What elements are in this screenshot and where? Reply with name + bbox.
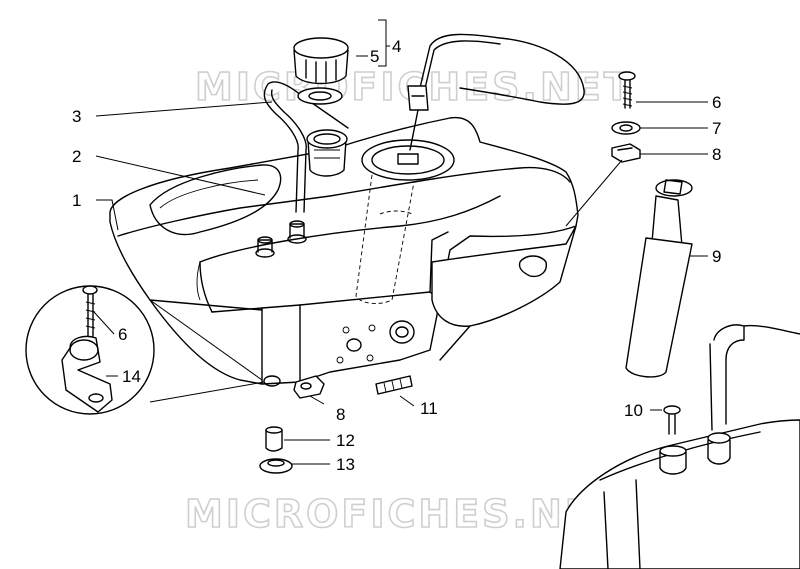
grommet-13 (259, 458, 293, 474)
callout-3: 3 (72, 107, 81, 126)
fuel-pump-harness (407, 33, 585, 151)
callout-4: 4 (392, 37, 401, 56)
callout-labels: 4 5 3 2 1 6 7 8 9 6 14 8 11 12 13 10 (72, 37, 721, 474)
vent-pipe (263, 81, 349, 213)
filler-cap (293, 37, 349, 85)
callout-11: 11 (420, 399, 438, 418)
callout-8-lower: 8 (336, 405, 345, 424)
leader-lines (93, 19, 708, 465)
fuel-level-sender (625, 179, 693, 378)
callout-6-right: 6 (712, 93, 721, 112)
clip-8-top (611, 143, 641, 163)
callout-6-inset: 6 (118, 325, 127, 344)
pad-11 (375, 375, 413, 395)
callout-9: 9 (712, 247, 721, 266)
fuel-tank (109, 116, 579, 387)
filler-neck (306, 129, 348, 177)
watermark-bottom: MICROFICHES.NET (185, 492, 623, 536)
washer-7 (611, 121, 641, 135)
callout-12: 12 (336, 431, 355, 450)
callout-13: 13 (336, 455, 355, 474)
callout-1: 1 (72, 191, 81, 210)
callout-2: 2 (72, 147, 81, 166)
screw-6-top (618, 71, 636, 109)
frame-section (559, 324, 800, 569)
callout-8-right: 8 (712, 145, 721, 164)
callout-7: 7 (712, 119, 721, 138)
spacer-12 (265, 426, 283, 452)
cap-gasket (297, 87, 343, 105)
screw-10 (663, 405, 681, 435)
clip-8-lower (293, 375, 325, 399)
callout-14: 14 (122, 367, 141, 386)
callout-10: 10 (624, 401, 643, 420)
callout-5: 5 (370, 47, 379, 66)
detail-inset (25, 285, 155, 415)
